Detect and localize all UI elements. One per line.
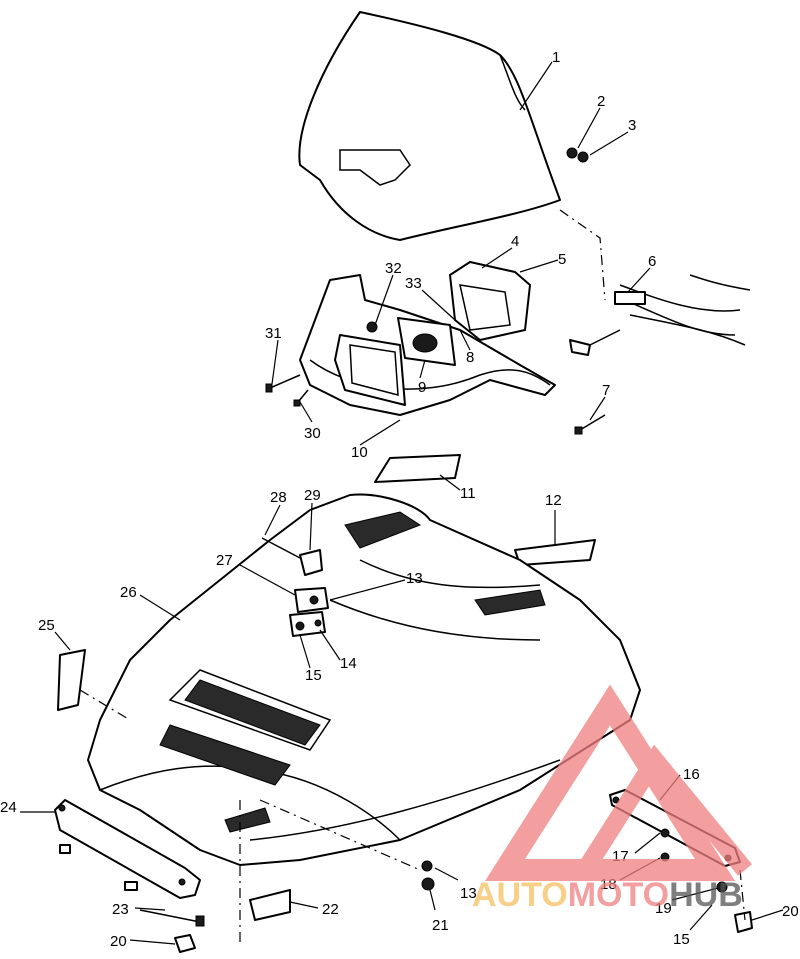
left-fasteners <box>139 909 205 953</box>
wiring-harness <box>569 274 751 356</box>
callout-13-bottom: 13 <box>460 885 477 902</box>
watermark-moto: MOTO <box>568 876 669 914</box>
callout-19: 19 <box>655 900 672 917</box>
headlight-bulb <box>397 317 456 366</box>
svg-text:AUTOMOTOHUB: AUTOMOTOHUB <box>472 876 743 914</box>
callout-3: 3 <box>628 117 636 134</box>
rear-light-box <box>449 261 531 341</box>
watermark-hub: HUB <box>669 876 743 914</box>
callout-14: 14 <box>340 655 357 672</box>
callout-29: 29 <box>304 487 321 504</box>
callout-30: 30 <box>304 425 321 442</box>
callout-7: 7 <box>602 382 610 399</box>
callout-22: 22 <box>322 901 339 918</box>
callout-10: 10 <box>351 444 368 461</box>
callout-20-left: 20 <box>110 933 127 950</box>
bolts <box>265 321 606 435</box>
callout-26: 26 <box>120 584 137 601</box>
hood <box>87 493 641 866</box>
watermark-triangle-icon <box>484 684 736 881</box>
callout-15-right: 15 <box>673 931 690 948</box>
callout-9: 9 <box>418 379 426 396</box>
mount-brackets <box>261 537 329 637</box>
callout-33: 33 <box>405 275 422 292</box>
front-bracket <box>54 799 201 899</box>
callout-31: 31 <box>265 325 282 342</box>
callout-4: 4 <box>511 233 519 250</box>
callout-28: 28 <box>270 489 287 506</box>
callout-23: 23 <box>112 901 129 918</box>
callout-32: 32 <box>385 260 402 277</box>
watermark-auto: AUTO <box>472 876 568 914</box>
watermark-triangle-inner-icon <box>577 744 752 876</box>
callout-2: 2 <box>597 93 605 110</box>
callout-27: 27 <box>216 552 233 569</box>
callout-6: 6 <box>648 253 656 270</box>
callout-8: 8 <box>466 349 474 366</box>
callout-labels: 1 2 3 4 5 6 7 8 9 10 11 12 13 14 15 26 2… <box>0 49 799 950</box>
headlight-frame <box>334 334 406 406</box>
callout-16: 16 <box>683 766 700 783</box>
callout-15: 15 <box>305 667 322 684</box>
center-lines <box>79 209 746 945</box>
watermark-logo: AUTOMOTOHUB <box>472 684 752 914</box>
callout-11: 11 <box>460 485 476 502</box>
callout-5: 5 <box>558 251 566 268</box>
callout-13: 13 <box>406 570 423 587</box>
callout-1: 1 <box>552 49 560 66</box>
callout-12: 12 <box>545 492 562 509</box>
callout-25: 25 <box>38 617 55 634</box>
bottom-nuts <box>421 860 435 891</box>
windshield <box>298 11 561 241</box>
callout-24: 24 <box>0 799 17 816</box>
grommets <box>566 147 589 163</box>
callout-21: 21 <box>432 917 449 934</box>
callout-20-right: 20 <box>782 903 799 920</box>
